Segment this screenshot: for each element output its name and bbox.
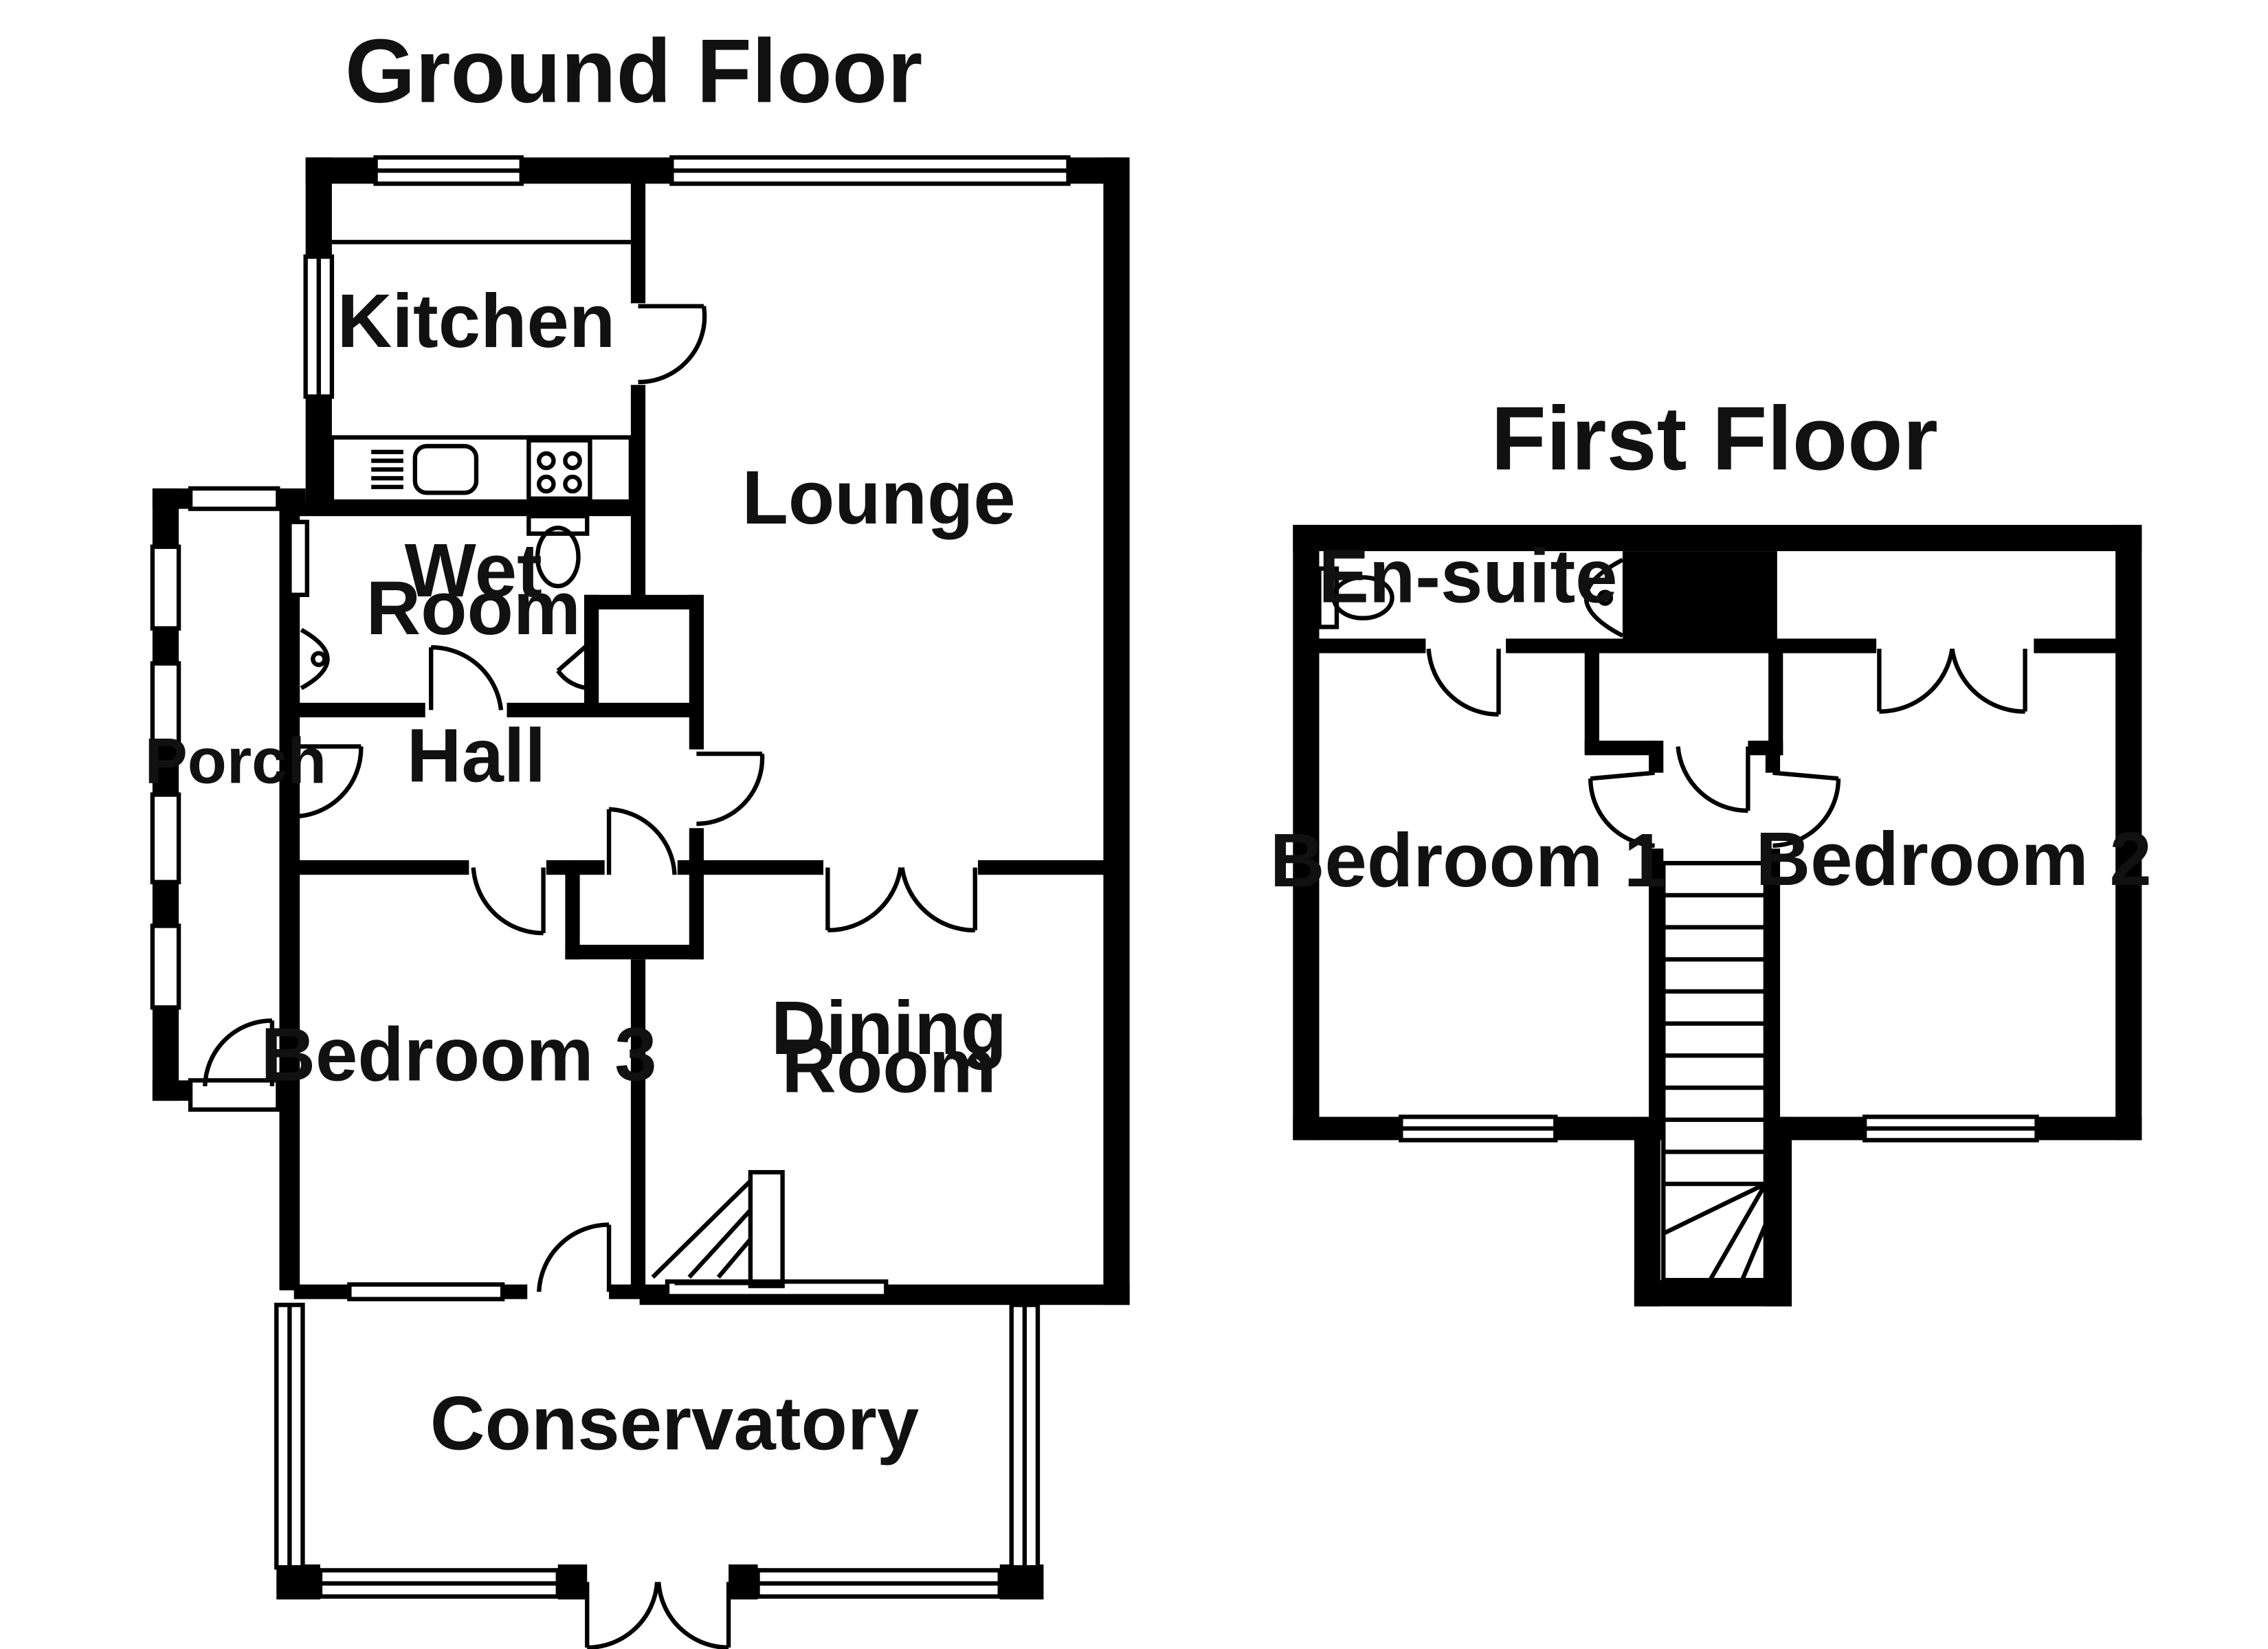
cupboard-door[interactable] [556, 640, 593, 691]
ground-floor-title: Ground Floor [345, 21, 922, 122]
porch-hall-door[interactable] [292, 744, 364, 819]
hob-icon [526, 438, 592, 501]
basin-icon [300, 627, 330, 691]
wetroom-hall-wall-a [293, 702, 425, 718]
porch-top-window [188, 486, 280, 511]
bedroom-3-window [347, 1282, 505, 1301]
landing-post-left [1649, 740, 1664, 773]
hall-dining-wall-b [977, 860, 1117, 875]
sink-icon [412, 444, 479, 495]
landing-left-wall [1584, 644, 1599, 752]
hall-lounge-door[interactable] [696, 751, 765, 827]
hall-bed3-wall-a [293, 860, 469, 875]
first-floor-staircase [1661, 861, 1768, 1283]
ensuite-toilet-icon [1317, 566, 1394, 629]
cons-door-post-right [729, 1564, 758, 1600]
kitchen-lounge-door[interactable] [638, 304, 707, 385]
kitchen-worktop [329, 435, 634, 504]
ff-stair-east-wall [1765, 1117, 1792, 1307]
porch-window-1 [150, 544, 181, 631]
bedroom-3-label: Bedroom 3 [260, 1012, 656, 1097]
ff-stair-west-wall [1634, 1117, 1661, 1307]
lounge-dining-doors[interactable] [825, 867, 977, 933]
bedroom-2-door[interactable] [1772, 770, 1841, 848]
bed2-wall-a [1768, 638, 1877, 653]
kitchen-label: Kitchen [337, 279, 616, 363]
kitchen-lounge-wall-upper [630, 172, 646, 304]
first-floor: First Floor En-suite Bedroom 1 Bedroom 2 [1270, 388, 2152, 1307]
bedroom-2-label: Bedroom 2 [1755, 817, 2151, 901]
cupboard-right-wall [689, 594, 704, 750]
ff-west-wall [1293, 524, 1320, 1141]
east-wall [1103, 157, 1130, 1305]
ensuite-door[interactable] [1426, 649, 1501, 717]
cupboard-left-wall [584, 594, 599, 709]
porch-front-door[interactable] [203, 1018, 275, 1086]
ensuite-wall-a [1309, 638, 1426, 653]
bed3-dining-wall [630, 959, 646, 1289]
landing-left-return [1584, 740, 1661, 756]
cupboard-top-wall [584, 594, 701, 610]
stair-rail-left [1649, 849, 1664, 1126]
ff-east-wall [2115, 524, 2142, 1141]
bedroom-1-door[interactable] [1588, 770, 1655, 848]
cons-corner-sw [276, 1564, 320, 1600]
conservatory-label: Conservatory [430, 1381, 919, 1466]
main-west-wall [279, 503, 300, 1290]
dining-room-label-line-2: Room [781, 1024, 997, 1108]
kitchen-wetroom-wall [293, 501, 645, 517]
wet-room-label-line-2: Room [366, 566, 581, 651]
hall-store-bottom [565, 945, 704, 960]
bed3-south-wall-b [609, 1284, 667, 1299]
first-floor-title: First Floor [1491, 388, 1937, 489]
hall-label: Hall [407, 713, 546, 798]
ensuite-basin-icon [1583, 558, 1624, 638]
toilet-icon [526, 514, 590, 589]
drainer-icon [371, 449, 403, 489]
wetroom-window [287, 519, 309, 597]
dining-room-label-line-1: Dining [771, 986, 1007, 1070]
landing-post-right [1765, 740, 1781, 773]
porch-window-2 [150, 661, 181, 748]
cons-corner-se [999, 1564, 1044, 1600]
wetroom-hall-wall-b [507, 702, 701, 718]
store-door[interactable] [606, 807, 677, 875]
stair-rail-right [1765, 849, 1781, 1126]
kitchen-lounge-wall-lower [630, 385, 646, 601]
hall-dining-wall-a [677, 860, 824, 875]
en-suite-label: En-suite [1318, 534, 1617, 618]
ensuite-wall-b [1506, 638, 1777, 653]
bedroom-1-label: Bedroom 1 [1270, 818, 1666, 903]
ff-chimney-block [1622, 551, 1777, 642]
landing-cupboard-door[interactable] [1676, 746, 1750, 814]
ff-north-wall [1293, 524, 2142, 552]
hall-store-left [565, 860, 580, 960]
wetroom-door[interactable] [429, 644, 504, 710]
landing-right-wall [1768, 644, 1783, 756]
dining-staircase [651, 1169, 785, 1288]
lounge-label: Lounge [742, 456, 1015, 540]
hall-store-right [689, 828, 704, 960]
ff-stair-south-wall [1634, 1280, 1792, 1307]
bedroom-2-wardrobe-doors[interactable] [1877, 648, 2027, 714]
bedroom-3-door[interactable] [471, 867, 546, 936]
porch-window-4 [150, 923, 181, 1010]
conservatory-french-doors[interactable] [585, 1582, 731, 1649]
ground-floor: Ground Floor Kitchen Lounge Wet Room Por… [145, 21, 1130, 1649]
porch-label: Porch [145, 725, 327, 797]
bed2-wall-b [2034, 638, 2122, 653]
wet-room-label-line-1: Wet [405, 528, 542, 613]
bedroom-3-conservatory-door[interactable] [537, 1222, 612, 1292]
cons-door-post-left [557, 1564, 588, 1600]
porch-window-3 [150, 792, 181, 885]
